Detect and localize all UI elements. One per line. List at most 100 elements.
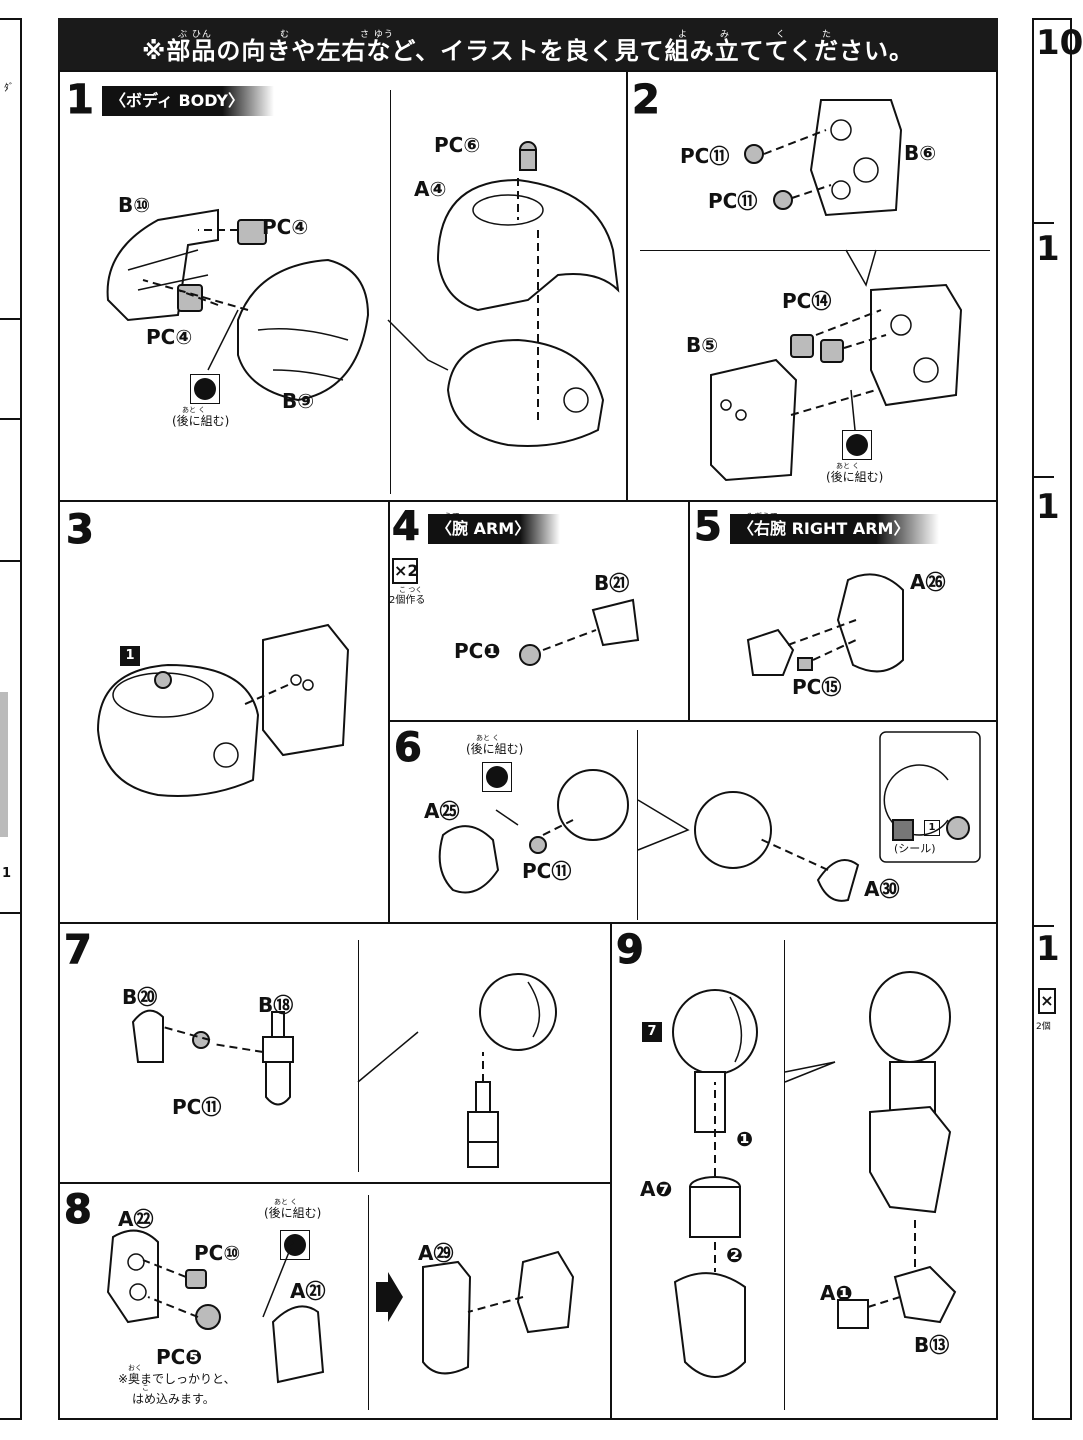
part-label: A④ bbox=[414, 177, 447, 201]
part-label: PC⑪ bbox=[680, 144, 730, 168]
step-8-divider bbox=[368, 1195, 369, 1410]
part-label: A㉕ bbox=[424, 799, 460, 823]
note-ruby: あと く bbox=[274, 1198, 298, 1206]
banner-ruby: く bbox=[776, 30, 787, 40]
right-edge-make: 2個 bbox=[1036, 1022, 1051, 1032]
caution-banner: ※部品の向きや左右など、イラストを良く見て組み立ててください。 ぶ ひん む さ… bbox=[58, 18, 998, 70]
part-label: A㉖ bbox=[910, 570, 946, 594]
banner-ruby: む bbox=[280, 30, 291, 40]
right-edge-x2: × bbox=[1038, 988, 1056, 1014]
part-label: PC⑩ bbox=[194, 1241, 241, 1265]
part-label: PC⑪ bbox=[172, 1095, 222, 1119]
sub-assembly-ref: 7 bbox=[642, 1022, 662, 1042]
note-text: (後に組む) bbox=[172, 414, 230, 428]
part-label: B⑤ bbox=[686, 333, 719, 357]
order-marker: ❶ bbox=[736, 1127, 753, 1151]
banner-ruby: た bbox=[822, 30, 833, 40]
assemble-later-icon bbox=[190, 374, 220, 404]
note-ruby: あと く bbox=[476, 734, 500, 742]
banner-text: ※部品の向きや左右など、イラストを良く見て組み立ててください。 bbox=[142, 37, 914, 65]
step-7-number: 7 bbox=[64, 927, 93, 973]
step-2-number: 2 bbox=[632, 77, 661, 123]
step-3-number: 3 bbox=[66, 507, 95, 553]
part-label: B⑨ bbox=[282, 389, 315, 413]
left-edge-divider bbox=[0, 418, 22, 420]
assemble-later-note: あと く (後に組む) bbox=[826, 462, 883, 484]
part-label: PC❺ bbox=[156, 1345, 203, 1369]
banner-ruby: ぶ ひん bbox=[178, 30, 212, 40]
part-label: A㉚ bbox=[864, 877, 900, 901]
assemble-later-note: あと く (後に組む) bbox=[172, 406, 229, 428]
banner-ruby: み bbox=[720, 30, 731, 40]
step-7-illustration bbox=[131, 973, 557, 1168]
note-ruby: こ つく bbox=[399, 586, 423, 594]
left-edge-panel bbox=[0, 18, 22, 1420]
left-edge-text: 1 bbox=[2, 866, 12, 881]
press-in-note-2: こ はめ込みます。 bbox=[132, 1384, 215, 1406]
part-label: A❶ bbox=[820, 1281, 853, 1305]
note-text: 2個作る bbox=[389, 595, 426, 606]
part-label: A㉒ bbox=[118, 1207, 154, 1231]
left-edge-divider bbox=[0, 560, 22, 562]
step-1-number: 1 bbox=[66, 77, 95, 123]
step-8-number: 8 bbox=[64, 1187, 93, 1233]
right-edge-step: 10 bbox=[1036, 23, 1083, 63]
note-text: (後に組む) bbox=[264, 1206, 322, 1220]
note-ruby: あと く bbox=[182, 406, 206, 414]
part-label: B⑳ bbox=[122, 985, 158, 1009]
step-4-illustration bbox=[519, 598, 640, 666]
make-two-badge: ×2 bbox=[392, 558, 419, 584]
note-text: ※奥までしっかりと、 bbox=[118, 1372, 236, 1386]
step-4-number: 4 bbox=[392, 504, 421, 550]
right-edge-divider bbox=[1032, 222, 1054, 224]
step-5-header: みぎうで 〈右腕 RIGHT ARM〉 bbox=[730, 512, 940, 544]
note-ruby: おく bbox=[128, 1364, 142, 1372]
right-edge-step: 1 bbox=[1036, 929, 1060, 969]
part-label: PC④ bbox=[262, 215, 309, 239]
right-edge-step: 1 bbox=[1036, 229, 1060, 269]
note-ruby: こ bbox=[142, 1384, 149, 1392]
step-1-divider bbox=[390, 90, 391, 494]
assemble-later-note: あと く (後に組む) bbox=[466, 734, 523, 756]
step-2-divider bbox=[640, 250, 990, 251]
part-label: A㉑ bbox=[290, 1279, 326, 1303]
part-label: B⑬ bbox=[914, 1333, 950, 1357]
step-6-number: 6 bbox=[394, 725, 423, 771]
right-edge-divider bbox=[1032, 476, 1054, 478]
part-label: A㉙ bbox=[418, 1241, 454, 1265]
left-edge-text: ﾀﾞ bbox=[4, 83, 14, 94]
header-ruby: みぎうで bbox=[746, 512, 778, 521]
assemble-later-icon bbox=[482, 762, 512, 792]
part-label: PC⑥ bbox=[434, 133, 481, 157]
right-edge-step: 1 bbox=[1036, 487, 1060, 527]
make-two-note: こ つく 2個作る bbox=[389, 586, 425, 608]
step-9-divider bbox=[784, 940, 785, 1410]
left-edge-divider bbox=[0, 912, 22, 914]
order-marker: ❷ bbox=[726, 1243, 743, 1267]
step-6-illustration bbox=[438, 731, 981, 902]
sticker-number: 1 bbox=[924, 820, 940, 836]
step-5-number: 5 bbox=[694, 504, 723, 550]
part-label: B⑥ bbox=[904, 141, 937, 165]
part-label: PC⑪ bbox=[522, 859, 572, 883]
step-5-illustration bbox=[746, 573, 904, 676]
part-label: PC⑪ bbox=[708, 189, 758, 213]
note-text: はめ込みます。 bbox=[132, 1392, 215, 1406]
note-ruby: あと く bbox=[836, 462, 860, 470]
step-1-header-text: 〈ボディ BODY〉 bbox=[110, 91, 244, 110]
left-edge-gray bbox=[0, 692, 8, 837]
step-4-header: うで 〈腕 ARM〉 bbox=[428, 512, 561, 544]
sticker-label: (シール) bbox=[894, 842, 936, 855]
step-9-illustration bbox=[672, 971, 957, 1378]
part-label: PC⑭ bbox=[782, 289, 832, 313]
step-7-divider bbox=[358, 940, 359, 1172]
press-in-note: おく ※奥までしっかりと、 bbox=[118, 1364, 236, 1386]
note-text: (後に組む) bbox=[466, 742, 524, 756]
assemble-later-note: あと く (後に組む) bbox=[264, 1198, 321, 1220]
part-label: A❼ bbox=[640, 1177, 673, 1201]
step-9-number: 9 bbox=[616, 927, 645, 973]
assemble-later-icon bbox=[280, 1230, 310, 1260]
step-8-illustration bbox=[106, 1229, 575, 1384]
step-3-illustration bbox=[96, 623, 350, 797]
part-label: PC❶ bbox=[454, 639, 501, 663]
